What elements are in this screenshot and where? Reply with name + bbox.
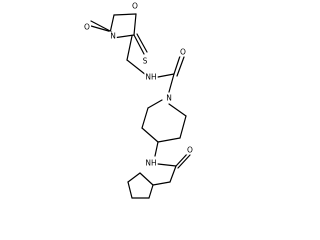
molecule-structure: S N O O NH O N NH O bbox=[83, 1, 195, 199]
bond bbox=[157, 163, 177, 167]
atom-label-background bbox=[144, 72, 158, 82]
bond bbox=[147, 99, 163, 109]
atom-labels: S N O O NH O N NH O bbox=[83, 1, 195, 168]
bond bbox=[152, 181, 171, 186]
bond bbox=[133, 13, 137, 36]
bond bbox=[157, 137, 181, 143]
oxygen-atom-label: O bbox=[132, 2, 138, 11]
bond bbox=[136, 33, 148, 53]
bond bbox=[173, 55, 181, 75]
bond bbox=[169, 165, 177, 183]
bond bbox=[177, 154, 191, 169]
atom-label-background bbox=[109, 31, 117, 41]
bond bbox=[157, 73, 175, 78]
atom-label-background bbox=[131, 1, 140, 11]
nitrogen-atom-label: N bbox=[110, 32, 116, 41]
oxygen-atom-label: O bbox=[187, 146, 193, 155]
bonds bbox=[90, 13, 191, 199]
amide-nh-label: NH bbox=[145, 159, 156, 168]
atom-label-background bbox=[165, 93, 173, 103]
bond bbox=[148, 184, 154, 199]
oxygen-atom-label: O bbox=[84, 23, 90, 32]
oxygen-atom-label: O bbox=[180, 48, 186, 57]
atom-label-background bbox=[186, 145, 195, 155]
bond bbox=[154, 141, 159, 157]
bond bbox=[168, 73, 175, 93]
bond bbox=[176, 56, 185, 77]
atom-label-background bbox=[83, 22, 92, 32]
bond bbox=[127, 172, 141, 183]
bond bbox=[109, 14, 115, 34]
bond bbox=[141, 107, 149, 129]
bond bbox=[126, 35, 133, 61]
bond bbox=[90, 25, 113, 33]
atom-label-background bbox=[141, 56, 149, 66]
bond bbox=[90, 20, 113, 33]
bond bbox=[168, 103, 187, 117]
bond bbox=[127, 181, 133, 199]
bond bbox=[139, 172, 154, 186]
amide-nh-label: NH bbox=[145, 73, 156, 82]
bond bbox=[113, 13, 137, 16]
bond bbox=[126, 59, 147, 76]
atom-label-background bbox=[179, 47, 188, 57]
bond bbox=[179, 115, 187, 139]
atom-label-background bbox=[144, 158, 158, 168]
bond bbox=[133, 34, 145, 55]
piperidine-nitrogen-label: N bbox=[166, 94, 172, 103]
bond bbox=[141, 127, 159, 143]
sulfur-atom-label: S bbox=[143, 57, 148, 66]
bond bbox=[175, 152, 189, 167]
